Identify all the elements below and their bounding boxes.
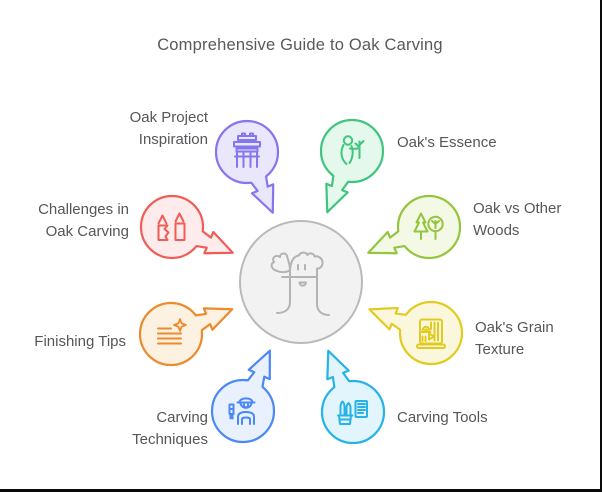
workbench-structure-icon: [233, 132, 261, 168]
node-circle: [320, 379, 386, 445]
node-oaks-essence: [319, 118, 385, 214]
page-title: Comprehensive Guide to Oak Carving: [157, 36, 443, 54]
node-circle: [210, 378, 276, 444]
arrow-toward-center: [325, 167, 354, 214]
node-oak-project-inspiration: [214, 119, 280, 214]
node-carving-techniques: [210, 349, 276, 444]
arrow-toward-center: [326, 349, 355, 396]
carver-person-icon: [228, 397, 256, 425]
center-node: [239, 220, 363, 344]
arrow-toward-center: [242, 349, 271, 395]
cracked-wood-icon: [157, 212, 186, 241]
node-circle: [398, 300, 464, 366]
person-with-branch-icon: [340, 135, 365, 165]
node-challenges-in-oak-carving: [139, 194, 234, 260]
node-label-finishing-tips: Finishing Tips: [34, 333, 126, 350]
wood-grain-plank-icon: [416, 318, 446, 349]
arrow-toward-center: [367, 226, 413, 255]
oak-tree-character-icon: [270, 251, 330, 316]
node-label-oaks-essence: Oak's Essence: [397, 134, 497, 151]
chisels-and-guide-icon: [337, 400, 368, 425]
node-oaks-grain-texture: [368, 300, 464, 366]
node-circle: [139, 194, 205, 260]
node-oak-vs-other-woods: [367, 194, 462, 260]
list-with-sparkle-icon: [157, 318, 187, 345]
node-label-carving-tools: Carving Tools: [397, 409, 488, 426]
arrow-toward-center: [188, 226, 234, 255]
node-carving-tools: [320, 349, 386, 445]
two-trees-icon: [413, 212, 444, 240]
arrow-toward-center: [246, 168, 275, 214]
arrow-toward-center: [368, 306, 415, 335]
node-finishing-tips: [138, 301, 234, 367]
arrow-toward-center: [187, 307, 234, 336]
